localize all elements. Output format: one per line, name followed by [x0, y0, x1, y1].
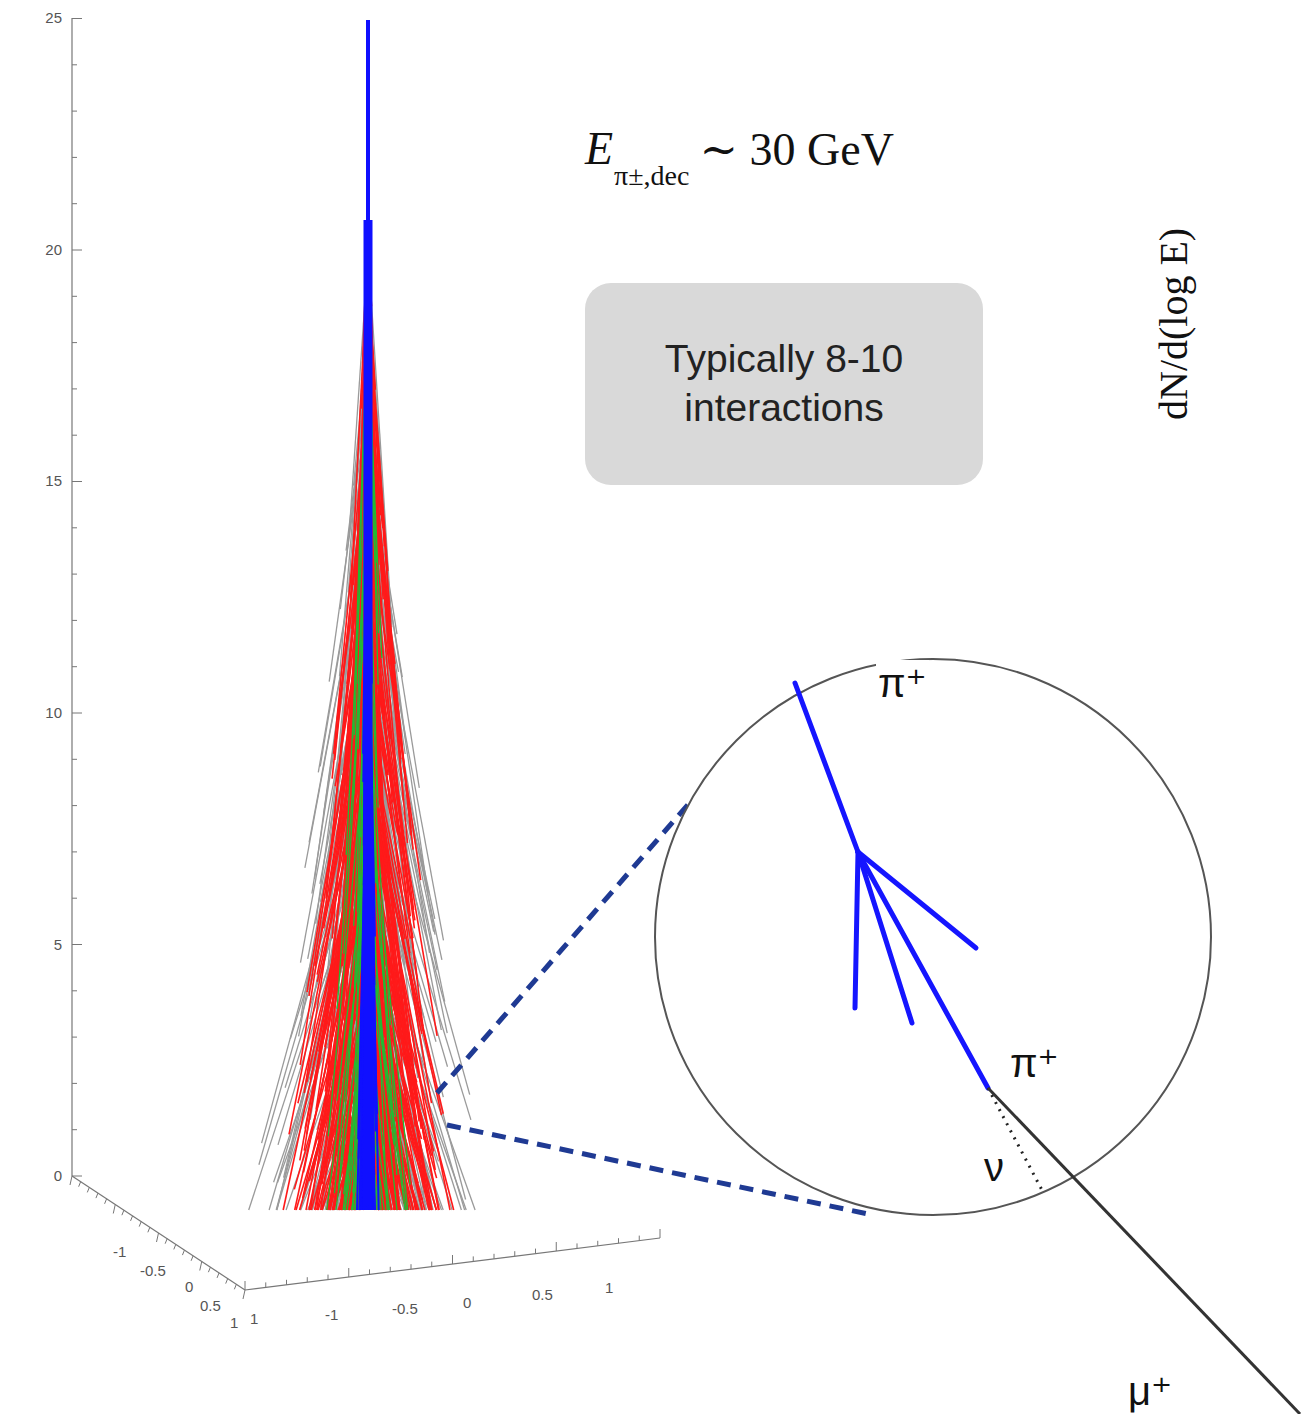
- formula-value: ∼ 30 GeV: [699, 122, 893, 176]
- particle-tracks: [249, 20, 475, 1210]
- formula-subscript: π±,dec: [614, 160, 689, 192]
- tick-label: 10: [45, 704, 62, 721]
- tick-label: 25: [45, 9, 62, 26]
- note-text: Typically 8-10 interactions: [634, 335, 934, 433]
- tick-label: 1: [230, 1314, 238, 1331]
- inset-circle: [655, 659, 1211, 1215]
- tick-label: -1: [113, 1243, 126, 1260]
- tick-label: 0.5: [200, 1297, 221, 1314]
- axis-title: dN/d(log E): [1150, 228, 1197, 420]
- plot-axes: [72, 18, 660, 1290]
- tick-label: -0.5: [140, 1262, 166, 1279]
- muon-track: [988, 1088, 1300, 1414]
- note-box: Typically 8-10 interactions: [585, 283, 983, 485]
- tick-label: 20: [45, 241, 62, 258]
- formula-symbol: E: [585, 122, 613, 175]
- tick-label: 1: [250, 1310, 258, 1327]
- tick-label: 15: [45, 472, 62, 489]
- tick-label: 0.5: [532, 1286, 553, 1303]
- tick-label: 0: [463, 1294, 471, 1311]
- tick-label: -0.5: [392, 1300, 418, 1317]
- zoom-inset: π⁺ π⁺ ν: [655, 659, 1211, 1215]
- particle-label: ν: [982, 1145, 1006, 1190]
- tick-label: 0: [185, 1278, 193, 1295]
- tick-label: 0: [54, 1167, 62, 1184]
- pion-tracks: [795, 683, 988, 1088]
- tick-label: 1: [605, 1279, 613, 1296]
- tick-label: 5: [54, 936, 62, 953]
- tick-label: -1: [325, 1306, 338, 1323]
- particle-label: μ⁺: [1128, 1368, 1172, 1414]
- particle-label: π⁺: [876, 660, 929, 706]
- particle-label: π⁺: [1008, 1040, 1061, 1086]
